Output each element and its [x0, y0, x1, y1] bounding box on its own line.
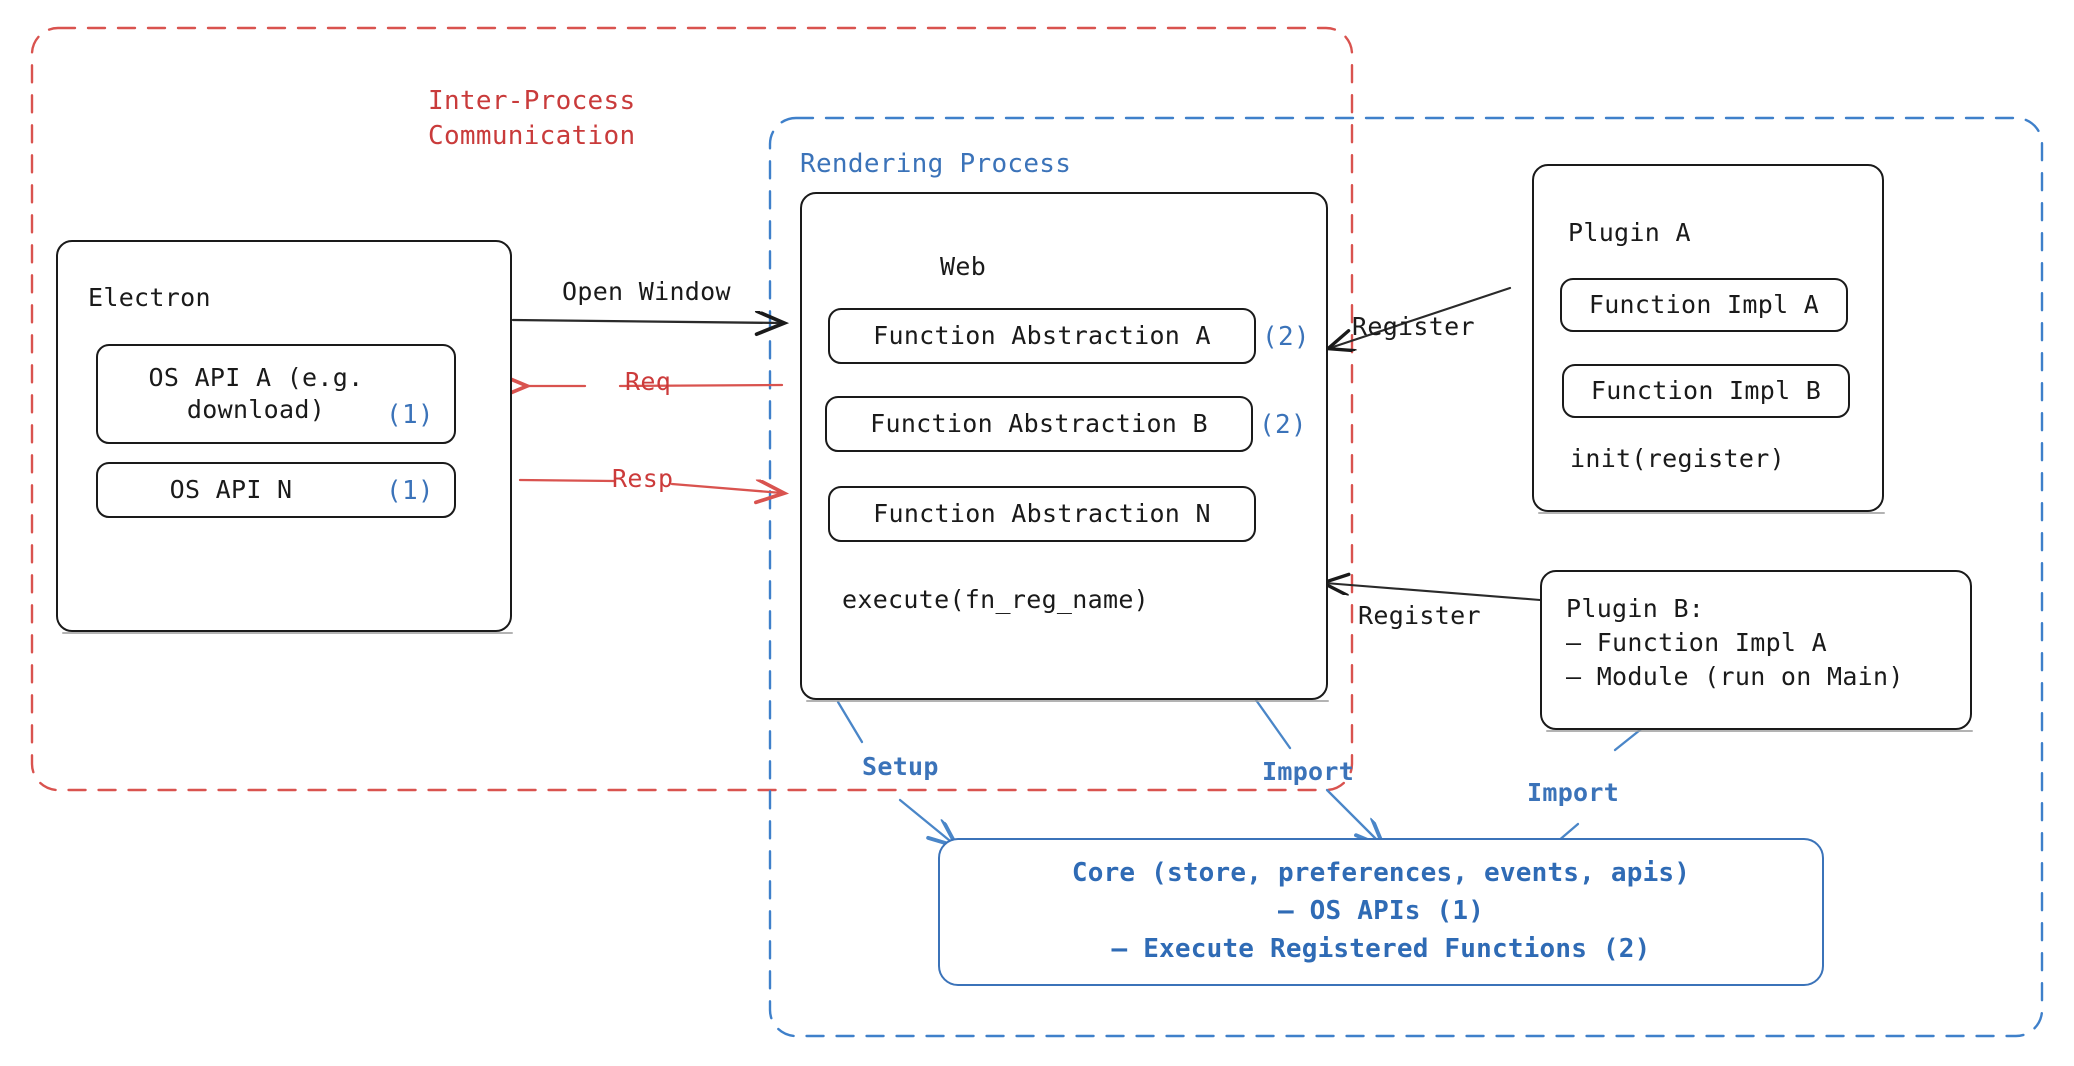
electron-title: Electron — [88, 283, 211, 312]
edge-label-open-window: Open Window — [562, 277, 731, 306]
function-abstraction-b-box[interactable] — [825, 396, 1253, 452]
function-abstraction-b-label: Function Abstraction B — [870, 409, 1208, 438]
function-impl-b-label: Function Impl B — [1590, 376, 1822, 405]
function-abstraction-a-box[interactable] — [828, 308, 1256, 364]
edge-open-window — [511, 320, 782, 323]
web-execute-label: execute(fn_reg_name) — [842, 585, 1150, 614]
region-title-rendering-process: Rendering Process — [800, 149, 1072, 179]
edge-register-plugin-b — [1325, 583, 1542, 602]
region-title-ipc: Inter-Process Communication — [428, 86, 636, 152]
edge-label-register-plugin-a: Register — [1352, 312, 1475, 341]
edge-label-resp: Resp — [612, 464, 674, 493]
core-label: Core (store, preferences, events, apis) … — [1071, 858, 1691, 964]
plugin-a-box[interactable] — [1532, 164, 1885, 514]
edge-label-register-plugin-b: Register — [1358, 601, 1481, 630]
os-api-n-badge: (1) — [386, 476, 434, 506]
plugin-a-init-label: init(register) — [1570, 444, 1785, 473]
plugin-b-box[interactable] — [1540, 570, 1973, 732]
function-impl-a-label: Function Impl A — [1588, 290, 1820, 319]
function-impl-b-box[interactable] — [1562, 364, 1850, 418]
web-title: Web — [940, 252, 987, 281]
os-api-n-box[interactable] — [96, 462, 456, 518]
function-abstraction-n-label: Function Abstraction N — [873, 499, 1211, 528]
os-api-a-box[interactable] — [96, 344, 456, 444]
plugin-b-lines: Plugin B: – Function Impl A – Module (ru… — [1566, 594, 1904, 691]
os-api-n-label: OS API N — [169, 475, 293, 504]
edge-label-import-web: Import — [1262, 757, 1355, 786]
core-box[interactable] — [938, 838, 1824, 986]
edge-label-req: Req — [625, 367, 672, 396]
function-abstraction-n-box[interactable] — [828, 486, 1256, 542]
os-api-a-label: OS API A (e.g. download) — [148, 363, 364, 424]
os-api-a-badge: (1) — [386, 400, 434, 430]
edge-label-setup: Setup — [862, 752, 939, 781]
function-abstraction-b-badge: (2) — [1259, 410, 1307, 440]
function-abstraction-a-badge: (2) — [1262, 322, 1310, 352]
function-impl-a-box[interactable] — [1560, 278, 1848, 332]
plugin-a-title: Plugin A — [1568, 218, 1691, 247]
function-abstraction-a-label: Function Abstraction A — [873, 321, 1211, 350]
edge-label-import-plugin-b: Import — [1527, 778, 1620, 807]
